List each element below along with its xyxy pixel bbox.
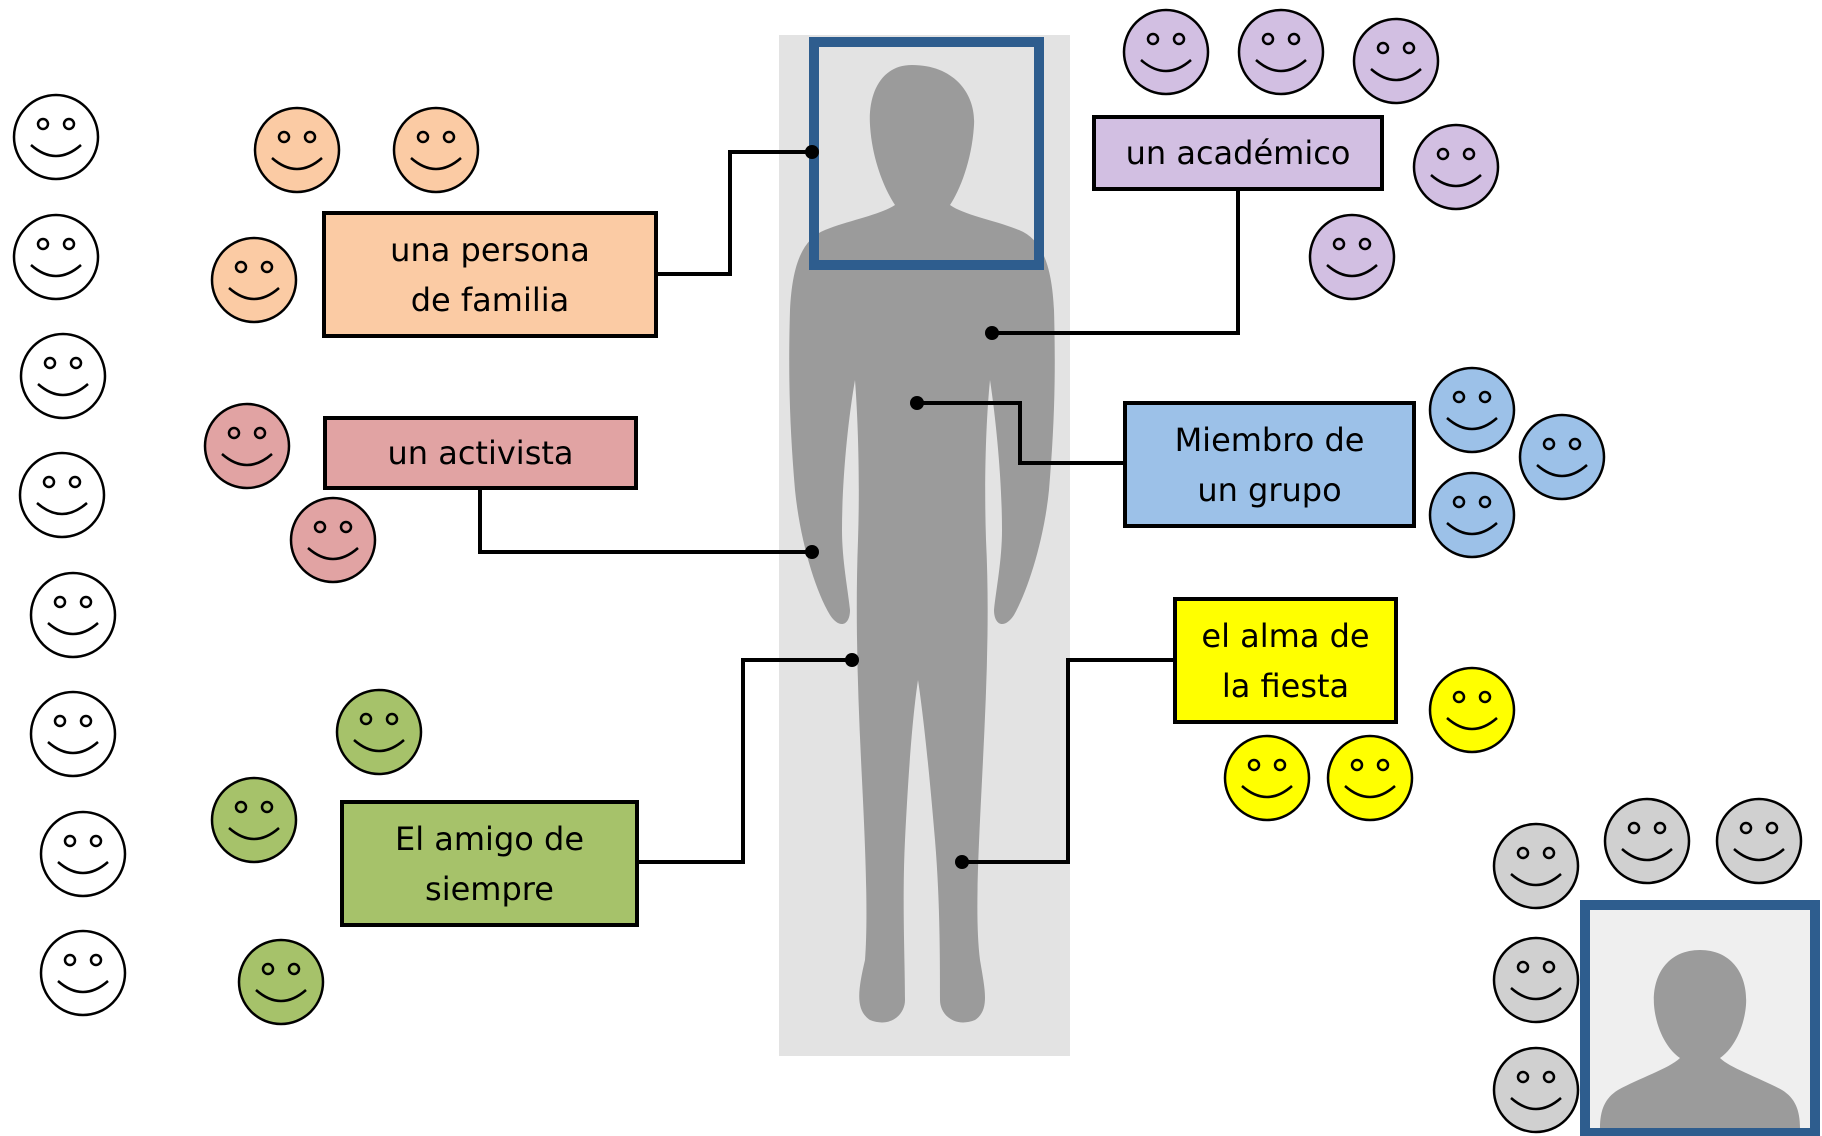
smiley-academic [1352, 17, 1440, 105]
smiley-friend [237, 938, 325, 1026]
connector-academico [992, 191, 1240, 335]
connector-fiesta [962, 658, 1173, 864]
dot-activista [805, 545, 819, 559]
neutral-smileys [12, 93, 127, 1017]
dot-familia [805, 145, 819, 159]
smiley-neutral [19, 332, 107, 420]
dot-grupo [910, 396, 924, 410]
smiley-neutral [29, 690, 117, 778]
label-familia-text: una persona de familia [390, 230, 590, 319]
smiley-neutral [39, 929, 127, 1017]
smiley-neutral [39, 810, 127, 898]
label-familia: una persona de familia [322, 211, 658, 338]
connector-dots [805, 145, 999, 869]
label-amigo-text: El amigo de siempre [394, 819, 584, 908]
smiley-crowd [1492, 936, 1580, 1024]
label-fiesta: el alma de la fiesta [1173, 597, 1398, 724]
smiley-party [1223, 734, 1311, 822]
smiley-neutral [12, 213, 100, 301]
smiley-neutral [12, 93, 100, 181]
connector-activista [478, 490, 812, 554]
smiley-academic [1237, 8, 1325, 96]
profile-photo [1580, 900, 1820, 1136]
label-academico-text: un académico [1125, 134, 1351, 172]
dot-fiesta [955, 855, 969, 869]
smiley-group [1428, 471, 1516, 559]
smiley-academic [1122, 8, 1210, 96]
smiley-crowd [1603, 797, 1691, 885]
avatar-icon [1600, 950, 1800, 1128]
smiley-family [253, 106, 341, 194]
smiley-party [1326, 734, 1414, 822]
person-silhouette [779, 35, 1070, 1056]
smiley-friend [210, 776, 298, 864]
label-fiesta-text: el alma de la fiesta [1201, 616, 1370, 705]
connector-grupo [917, 401, 1123, 465]
label-grupo-text: Miembro de un grupo [1174, 420, 1365, 509]
smiley-crowd [1715, 797, 1803, 885]
dot-academico [985, 326, 999, 340]
label-activista-text: un activista [387, 434, 574, 472]
smiley-academic [1412, 123, 1500, 211]
smiley-activist [203, 402, 291, 490]
smiley-family [392, 106, 480, 194]
smiley-crowd [1492, 822, 1580, 910]
smiley-neutral [18, 451, 106, 539]
dot-amigo [845, 653, 859, 667]
smiley-activist [289, 496, 377, 584]
group-smileys [1428, 366, 1606, 559]
smiley-party [1428, 666, 1516, 754]
smiley-group [1428, 366, 1516, 454]
silhouette-body [789, 65, 1055, 1023]
label-activista: un activista [323, 416, 638, 490]
smiley-academic [1308, 213, 1396, 301]
smiley-neutral [29, 571, 117, 659]
smiley-family [210, 236, 298, 324]
smiley-crowd [1492, 1046, 1580, 1134]
smiley-group [1518, 413, 1606, 501]
connector-familia [658, 150, 812, 276]
label-grupo: Miembro de un grupo [1123, 401, 1416, 528]
connectors [478, 150, 1240, 864]
label-academico: un académico [1092, 115, 1384, 191]
connector-amigo [639, 658, 852, 864]
label-amigo: El amigo de siempre [340, 800, 639, 927]
smiley-friend [335, 688, 423, 776]
